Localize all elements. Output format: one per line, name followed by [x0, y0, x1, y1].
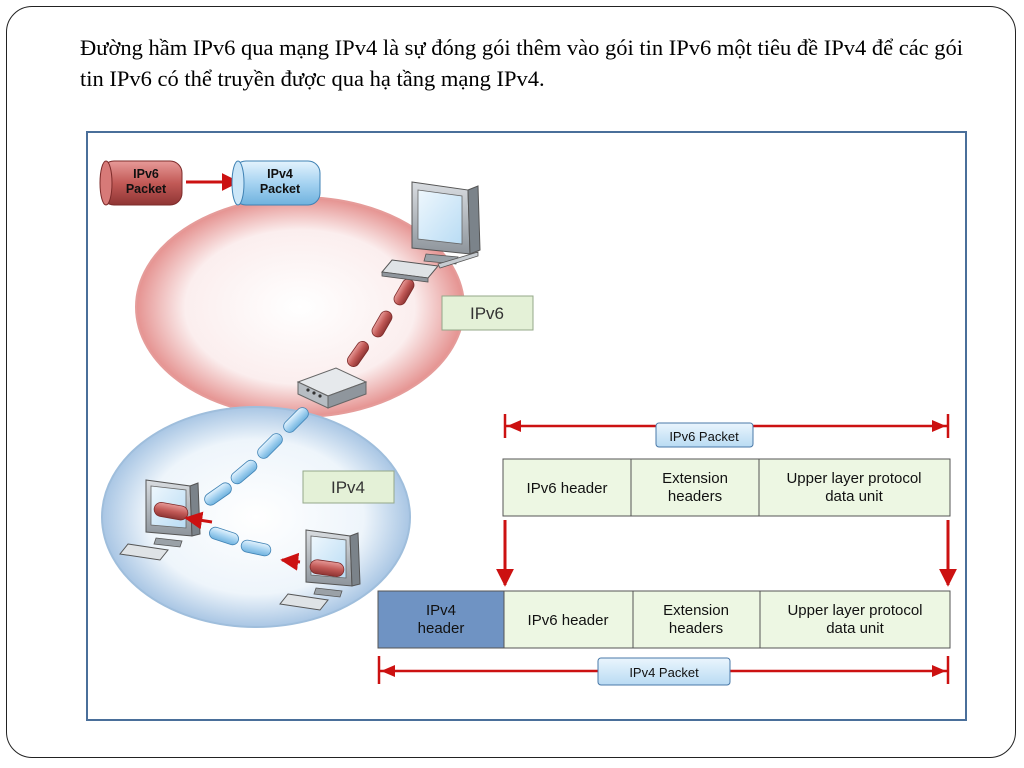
ipv6-field-extension-line1: Extension: [662, 470, 728, 487]
legend-ipv4-line1: IPv4: [267, 167, 293, 181]
ipv6-network-text: IPv6: [470, 304, 504, 323]
tunnel-diagram: IPv6 Packet IPv4 Packet: [86, 131, 967, 721]
ipv4-left-arrow: [184, 511, 213, 530]
ipv6-field-extension: [630, 458, 760, 517]
ipv6-tunnel-segments: [347, 278, 415, 367]
ipv4-field-ipv6-header-text: IPv6 header: [528, 612, 609, 629]
ipv4-field-upper-line1: Upper layer protocol: [787, 602, 922, 619]
ipv6-field-extension-line2: headers: [668, 488, 722, 505]
ipv4-tunnel-segments: [204, 407, 309, 557]
ipv4-network-text: IPv4: [331, 478, 365, 497]
ipv4-network-label: IPv4: [302, 470, 395, 504]
ipv4-field-extension-line1: Extension: [663, 602, 729, 619]
ipv6-packet-label: IPv6 Packet: [669, 429, 739, 444]
ipv4-field-ipv4-line2: header: [418, 620, 465, 637]
ipv6-computer-icon: [381, 181, 481, 283]
ipv4-field-ipv4-line1: IPv4: [426, 602, 456, 619]
ipv6-field-ipv6-header: [502, 458, 632, 517]
ipv4-field-upper-layer: [759, 590, 951, 649]
ipv6-field-ipv6-header-text: IPv6 header: [527, 480, 608, 497]
ipv6-packet-badge: IPv6 Packet: [655, 422, 754, 448]
legend-ipv6-line1: IPv6: [133, 167, 159, 181]
legend-ipv6-packet-icon: IPv6 Packet: [99, 160, 183, 206]
ipv4-field-ipv4-header: [377, 590, 505, 649]
ipv4-right-red-packet: [309, 559, 345, 577]
ipv6-field-upper-line1: Upper layer protocol: [786, 470, 921, 487]
legend-ipv4-line2: Packet: [260, 182, 301, 196]
ipv4-field-upper-line2: data unit: [826, 620, 884, 637]
ipv4-packet-label: IPv4 Packet: [629, 665, 699, 680]
ipv4-field-extension-line2: headers: [669, 620, 723, 637]
ipv4-right-arrow: [280, 552, 301, 571]
ipv4-packet-badge: IPv4 Packet: [597, 657, 731, 686]
legend-ipv6-line2: Packet: [126, 182, 167, 196]
ipv6-network-label: IPv6: [441, 295, 534, 331]
ipv4-packet-fields: IPv4 header IPv6 header Extension header…: [377, 590, 951, 649]
ipv6-packet-fields: IPv6 header Extension headers Upper laye…: [502, 458, 951, 517]
legend-ipv4-packet-icon: IPv4 Packet: [231, 160, 321, 206]
ipv6-field-upper-layer: [758, 458, 951, 517]
ipv6-field-upper-line2: data unit: [825, 488, 883, 505]
slide-text: Đường hầm IPv6 qua mạng IPv4 là sự đóng …: [80, 35, 964, 91]
router-icon: [296, 367, 368, 409]
